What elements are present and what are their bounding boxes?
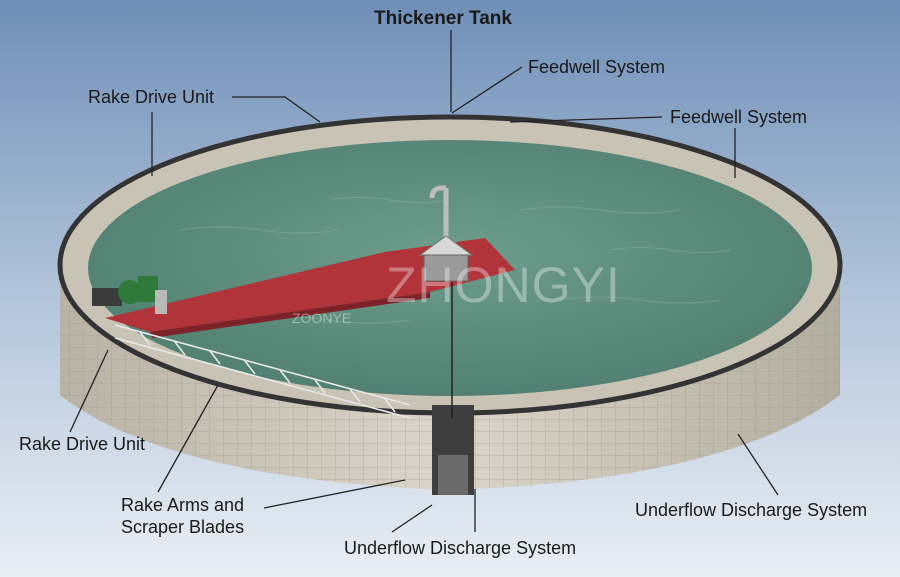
label-rake-drive-left: Rake Drive Unit [19, 434, 146, 454]
rake-drive-unit [92, 276, 167, 314]
watermark-brand: ZHONGYI [386, 257, 621, 313]
label-rake-drive-top: Rake Drive Unit [88, 87, 215, 107]
feedwell [418, 185, 474, 282]
diagram-title: Thickener Tank [374, 8, 512, 29]
leader-lines [69, 30, 779, 533]
bridge-walkway [105, 238, 515, 338]
label-rake-arms-line1: Rake Arms and [121, 495, 245, 515]
label-feedwell-right: Feedwell System [670, 107, 808, 127]
discharge-gate [438, 455, 468, 495]
rake-arm-truss [114, 324, 411, 419]
label-underflow-right: Underflow Discharge System [635, 500, 868, 520]
label-rake-arms: Rake Arms and Scraper Blades [121, 494, 271, 538]
label-underflow-bottom: Underflow Discharge System [344, 538, 577, 558]
label-rake-arms-line2: Scraper Blades [121, 517, 245, 537]
watermark-sub: ZOONYE [292, 310, 352, 326]
label-feedwell-top: Feedwell System [528, 57, 666, 77]
